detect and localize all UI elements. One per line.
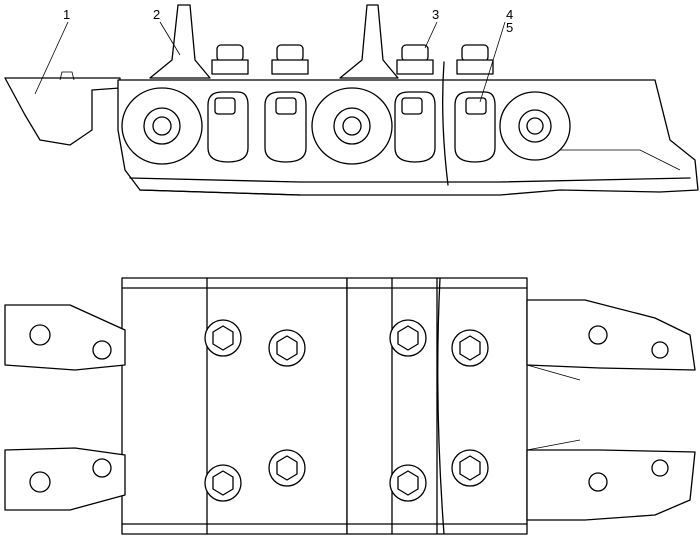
right-link-lower <box>526 449 696 521</box>
bolt-top-1 <box>204 319 242 357</box>
callout-4-label: 4 <box>506 7 513 22</box>
guide-fin-2 <box>339 4 399 79</box>
bolt-top-2 <box>268 329 306 367</box>
roller-3 <box>499 91 571 161</box>
callout-1-label: 1 <box>63 7 70 22</box>
bolt-bottom-1 <box>204 464 242 502</box>
bolt-bottom-4 <box>451 449 489 487</box>
left-link-lower <box>4 447 126 511</box>
side-bolt-4 <box>456 44 494 75</box>
callout-2: 2 <box>153 7 181 56</box>
top-view <box>4 277 696 535</box>
break-line-side <box>442 61 449 186</box>
guide-fin-1 <box>149 4 211 79</box>
callout-5-label: 5 <box>506 20 513 35</box>
break-line-top <box>437 277 445 535</box>
left-link-upper <box>4 304 126 371</box>
callout-3: 3 <box>424 7 439 49</box>
side-bolt-2 <box>271 44 309 75</box>
end-link-left <box>4 77 121 146</box>
right-link-upper <box>526 299 696 371</box>
roller-1 <box>121 87 203 165</box>
bolt-top-4 <box>451 329 489 367</box>
bolt-top-3 <box>389 319 427 357</box>
bolt-bottom-2 <box>268 449 306 487</box>
side-bolt-3 <box>396 44 434 75</box>
callout-3-label: 3 <box>432 7 439 22</box>
callout-4: 4 <box>479 7 513 103</box>
roller-2 <box>311 87 393 165</box>
bolt-bottom-3 <box>389 464 427 502</box>
callout-2-label: 2 <box>153 7 160 22</box>
side-view <box>4 4 699 196</box>
callout-5: 5 <box>506 20 513 35</box>
side-bolt-1 <box>211 44 249 75</box>
callout-1: 1 <box>34 7 70 95</box>
